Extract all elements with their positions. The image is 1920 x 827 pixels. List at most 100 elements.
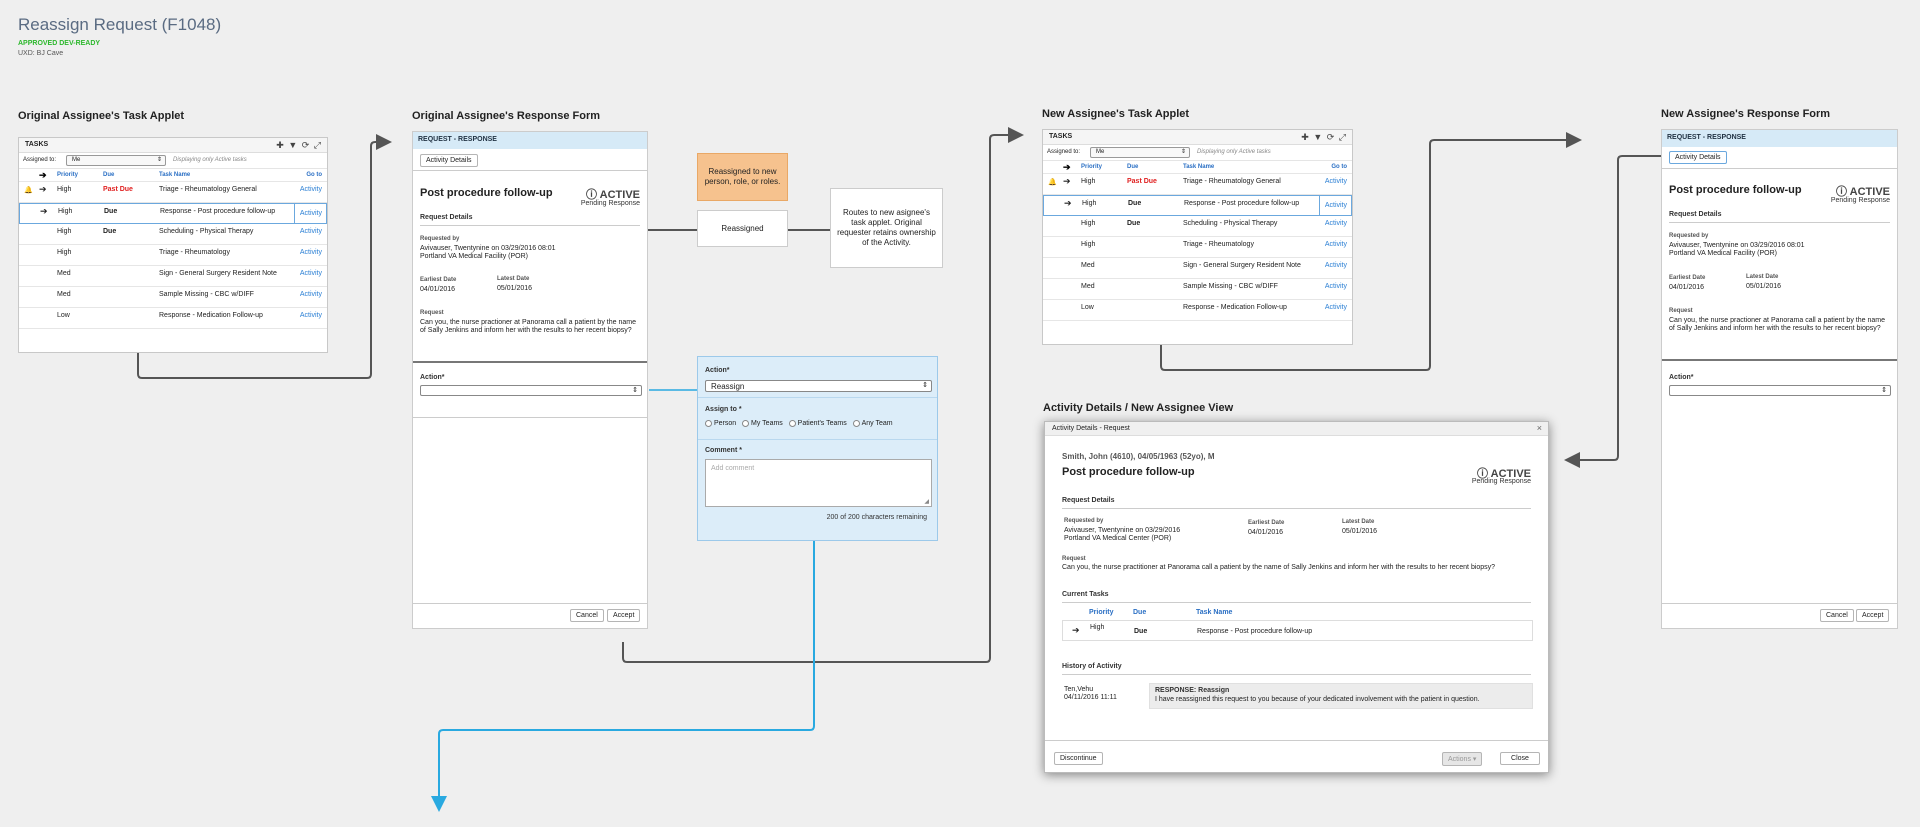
history-user: Ten,Vehu — [1064, 686, 1094, 693]
row-task-name: Scheduling - Physical Therapy — [159, 228, 254, 235]
col-due[interactable]: Due — [1127, 164, 1139, 170]
bell-icon: 🔔 — [24, 187, 33, 194]
assign-option[interactable]: Person — [705, 420, 736, 427]
table-row[interactable]: High Triage - Rheumatology Activity — [19, 245, 327, 266]
table-row[interactable]: Med Sample Missing - CBC w/DIFF Activity — [19, 287, 327, 308]
activity-details-button[interactable]: Activity Details — [1669, 151, 1727, 164]
requested-by-line-2: Portland VA Medical Facility (POR) — [420, 253, 529, 260]
activity-link[interactable]: Activity — [1324, 220, 1347, 227]
ct-due: Due — [1134, 628, 1148, 635]
request-text: Can you, the nurse practitioner at Panor… — [1062, 564, 1496, 571]
applet-toolbar-icons[interactable]: ✚ ▼ ⟳ ⤢ — [1301, 132, 1347, 142]
assign-option[interactable]: Any Team — [852, 420, 893, 427]
row-priority: High — [1081, 178, 1096, 185]
table-row[interactable]: High Due Scheduling - Physical Therapy A… — [1043, 216, 1352, 237]
activity-details-button[interactable]: Activity Details — [420, 154, 478, 167]
row-due: Due — [1127, 220, 1141, 227]
row-priority: High — [57, 186, 72, 193]
table-row[interactable]: Med Sample Missing - CBC w/DIFF Activity — [1043, 279, 1352, 300]
resize-handle-icon[interactable]: ◢ — [924, 499, 929, 505]
col-priority[interactable]: Priority — [1081, 164, 1103, 170]
table-row[interactable]: High Triage - Rheumatology Activity — [1043, 237, 1352, 258]
table-row-selected[interactable]: ➔ High Due Response - Post procedure fol… — [19, 203, 327, 224]
radio-icon — [705, 420, 712, 427]
ct-col-priority[interactable]: Priority — [1089, 609, 1114, 616]
col-priority[interactable]: Priority — [57, 172, 79, 178]
history-entry-title: RESPONSE: Reassign — [1155, 687, 1230, 694]
table-row[interactable]: Low Response - Medication Follow-up Acti… — [19, 308, 327, 329]
new-task-applet: TASKS ✚ ▼ ⟳ ⤢ Assigned to: Me⇕ Displayin… — [1042, 129, 1353, 345]
comment-placeholder: Add comment — [711, 465, 755, 472]
row-task-name: Triage - Rheumatology General — [159, 186, 257, 193]
activity-link[interactable]: Activity — [1324, 178, 1347, 185]
row-priority: High — [1081, 241, 1096, 248]
assigned-to-select[interactable]: Me⇕ — [66, 155, 166, 166]
select-arrow-icon: ⇕ — [632, 387, 638, 394]
arrow-icon: ➔ — [39, 170, 47, 180]
activity-link[interactable]: Activity — [1324, 241, 1347, 248]
activity-link[interactable]: Activity — [299, 228, 322, 235]
activity-link[interactable]: Activity — [1318, 196, 1351, 215]
action-select[interactable]: ⇕ — [420, 385, 642, 396]
row-priority: High — [1082, 200, 1097, 207]
select-arrow-icon: ⇕ — [1881, 387, 1887, 394]
table-row[interactable]: 🔔 ➔ High Past Due Triage - Rheumatology … — [1043, 174, 1352, 195]
request-details-heading: Request Details — [420, 214, 473, 221]
assign-option[interactable]: Patient's Teams — [788, 420, 847, 427]
info-icon: ⓘ — [586, 189, 600, 201]
arrow-icon: ➔ — [1072, 625, 1080, 635]
table-row-selected[interactable]: ➔ High Due Response - Post procedure fol… — [1043, 195, 1352, 216]
action-select[interactable]: ⇕ — [1669, 385, 1891, 396]
activity-link[interactable]: Activity — [299, 186, 322, 193]
col-due[interactable]: Due — [103, 172, 115, 178]
col-task-name[interactable]: Task Name — [1183, 164, 1215, 170]
activity-link[interactable]: Activity — [1324, 262, 1347, 269]
close-icon[interactable]: × — [1536, 423, 1542, 433]
table-row[interactable]: 🔔 ➔ High Past Due Triage - Rheumatology … — [19, 182, 327, 203]
request-text: Can you, the nurse practioner at Panoram… — [420, 319, 636, 334]
comment-textarea[interactable]: Add comment ◢ — [705, 459, 932, 507]
activity-link[interactable]: Activity — [299, 270, 322, 277]
close-button[interactable]: Close — [1500, 752, 1540, 765]
requested-by-line-2: Portland VA Medical Center (POR) — [1064, 535, 1172, 542]
action-select[interactable]: Reassign⇕ — [705, 380, 932, 392]
activity-link[interactable]: Activity — [293, 204, 326, 223]
table-row[interactable]: Med Sign - General Surgery Resident Note… — [19, 266, 327, 287]
current-tasks-heading: Current Tasks — [1062, 591, 1109, 598]
current-task-row[interactable]: ➔ High Due Response - Post procedure fol… — [1062, 620, 1533, 641]
accept-button[interactable]: Accept — [1856, 609, 1890, 622]
ct-col-task-name[interactable]: Task Name — [1196, 609, 1233, 616]
activity-link[interactable]: Activity — [299, 249, 322, 256]
assigned-to-select[interactable]: Me⇕ — [1090, 147, 1190, 158]
earliest-date-value: 04/01/2016 — [420, 286, 456, 293]
activity-link[interactable]: Activity — [299, 291, 322, 298]
modal-title: Activity Details - Request — [1052, 425, 1130, 432]
cancel-button[interactable]: Cancel — [570, 609, 604, 622]
row-priority: Low — [57, 312, 70, 319]
applet-toolbar-icons[interactable]: ✚ ▼ ⟳ ⤢ — [276, 140, 322, 150]
page-title: Reassign Request (F1048) — [18, 15, 222, 34]
form-status: ⓘ ACTIVE — [1836, 183, 1890, 199]
table-row[interactable]: High Due Scheduling - Physical Therapy A… — [19, 224, 327, 245]
activity-link[interactable]: Activity — [299, 312, 322, 319]
table-row[interactable]: Med Sign - General Surgery Resident Note… — [1043, 258, 1352, 279]
accept-button[interactable]: Accept — [607, 609, 641, 622]
ct-col-due[interactable]: Due — [1133, 609, 1147, 616]
col-task-name[interactable]: Task Name — [159, 172, 191, 178]
activity-link[interactable]: Activity — [1324, 304, 1347, 311]
applet-filter-bar: Assigned to: Me⇕ Displaying only Active … — [1043, 145, 1352, 161]
discontinue-button[interactable]: Discontinue — [1054, 752, 1103, 765]
request-text: Can you, the nurse practioner at Panoram… — [1669, 317, 1885, 332]
applet-footer — [1043, 321, 1352, 333]
action-label: Action* — [705, 367, 730, 374]
cancel-button[interactable]: Cancel — [1820, 609, 1854, 622]
assign-option[interactable]: My Teams — [742, 420, 783, 427]
status-text: ACTIVE — [1849, 186, 1890, 198]
row-task-name: Scheduling - Physical Therapy — [1183, 220, 1278, 227]
form-header: REQUEST - RESPONSE — [1662, 130, 1897, 147]
activity-link[interactable]: Activity — [1324, 283, 1347, 290]
row-due: Past Due — [103, 186, 133, 193]
table-row[interactable]: Low Response - Medication Follow-up Acti… — [1043, 300, 1352, 321]
applet-footer — [19, 329, 327, 341]
actions-dropdown[interactable]: Actions ▾ — [1442, 752, 1483, 766]
